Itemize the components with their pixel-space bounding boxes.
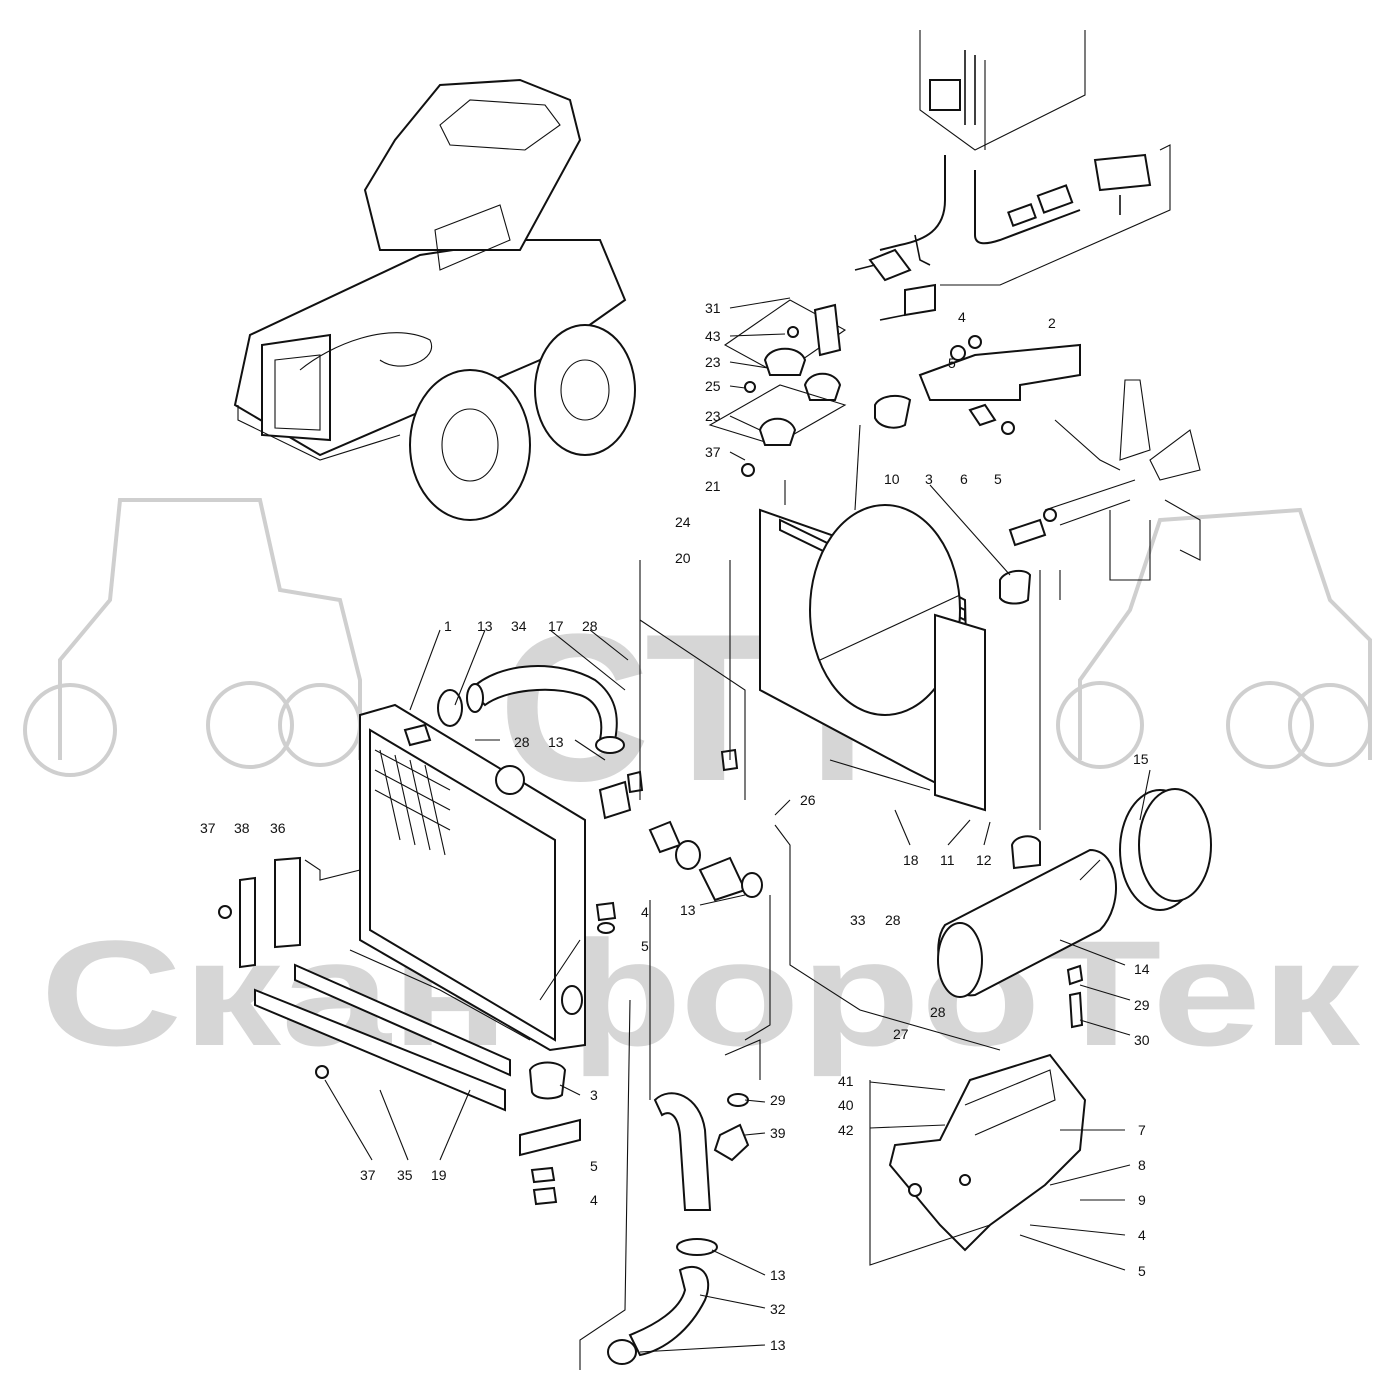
part-label: 1 [444,618,452,634]
assembly-lines [304,424,1061,1370]
part-label: 5 [1138,1263,1146,1279]
part-label: 34 [511,618,527,634]
part-label: 4 [641,904,649,920]
radiator-outlet-hoses [598,748,763,902]
part-label: 26 [800,792,816,808]
part-label: 13 [770,1337,786,1353]
part-label: 13 [680,902,696,918]
radiator [359,703,586,1052]
part-label: 18 [903,852,919,868]
fan-shroud [759,504,986,812]
part-label: 13 [477,618,493,634]
part-label: 28 [930,1004,946,1020]
part-label: 7 [1138,1122,1146,1138]
part-label: 5 [948,355,956,371]
part-label: 10 [884,471,900,487]
part-label: 35 [397,1167,413,1183]
part-label: 13 [770,1267,786,1283]
part-label: 19 [431,1167,447,1183]
part-label: 43 [705,328,721,344]
part-label: 38 [234,820,250,836]
part-label: 32 [770,1301,786,1317]
part-label: 15 [1133,751,1149,767]
part-labels: 31 43 23 25 23 37 21 24 20 5 4 2 10 3 6 … [200,300,1150,1353]
part-label: 13 [548,734,564,750]
part-label: 33 [850,912,866,928]
watermark-tractor-left-icon [23,498,362,777]
part-label: 8 [1138,1157,1146,1173]
part-label: 29 [1134,997,1150,1013]
part-label: 20 [675,550,691,566]
part-label: 2 [1048,315,1056,331]
part-label: 23 [705,408,721,424]
part-label: 37 [360,1167,376,1183]
watermark-tractor-right-icon [1056,507,1372,769]
part-label: 3 [925,471,933,487]
part-label: 28 [582,618,598,634]
part-label: 11 [940,852,955,868]
label-leaders [324,297,1151,1353]
part-label: 5 [994,471,1002,487]
part-label: 5 [641,938,649,954]
hose-clamp-brackets [708,299,847,477]
part-label: 41 [838,1073,854,1089]
part-label: 42 [838,1122,854,1138]
drain-elbow [713,1093,750,1162]
shroud-bracket [874,335,1081,605]
radiator-mounts [519,901,617,1206]
part-label: 17 [548,618,564,634]
part-label: 4 [1138,1227,1146,1243]
part-label: 40 [838,1097,854,1113]
part-label: 5 [590,1158,598,1174]
part-label: 28 [514,734,530,750]
part-label: 21 [705,478,721,494]
part-label: 37 [705,444,721,460]
watermark: СТТ СканфороТек [23,498,1372,1077]
part-label: 28 [885,912,901,928]
watermark-company-name: СканфороТек [40,909,1361,1077]
part-label: 24 [675,514,691,530]
part-label: 36 [270,820,286,836]
tractor-overview [233,78,636,521]
upper-hose [437,665,625,754]
part-label: 31 [705,300,721,316]
part-label: 14 [1134,961,1150,977]
fan-blades [1008,379,1201,581]
part-label: 6 [960,471,968,487]
heater-pipes [854,30,1171,321]
part-label: 39 [770,1125,786,1141]
part-label: 29 [770,1092,786,1108]
part-label: 25 [705,378,721,394]
part-label: 37 [200,820,216,836]
part-label: 4 [958,309,966,325]
part-label: 9 [1138,1192,1146,1208]
tank-support-bracket [888,1053,1087,1252]
part-label: 23 [705,354,721,370]
lower-hose [607,1092,718,1365]
radiator-side-straps [218,856,511,1112]
part-label: 12 [976,852,992,868]
part-label: 4 [590,1192,598,1208]
part-label: 3 [590,1087,598,1103]
part-label: 30 [1134,1032,1150,1048]
part-label: 27 [893,1026,909,1042]
